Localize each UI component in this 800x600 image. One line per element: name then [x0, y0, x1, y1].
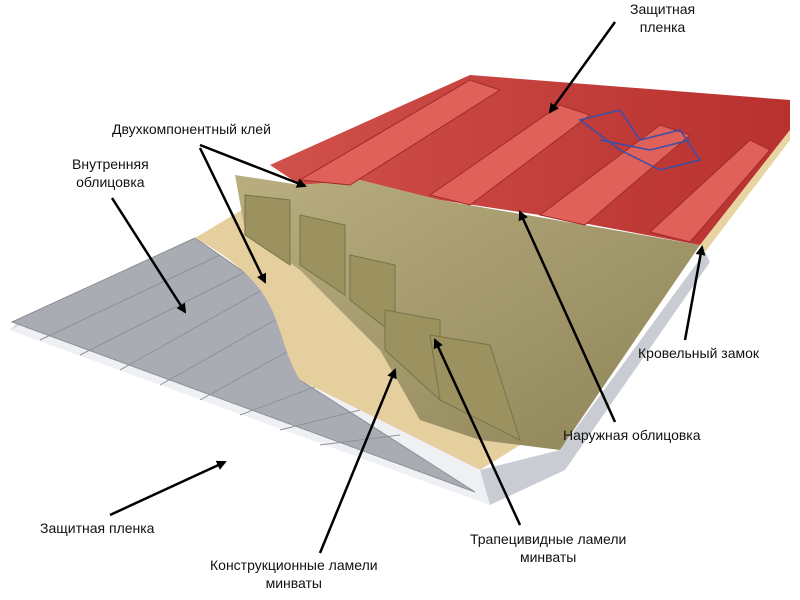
- label-line: Трапецивидные ламели: [470, 531, 627, 547]
- label-line: Внутренняя: [72, 156, 149, 172]
- label-roof-lock: Кровельный замок: [638, 345, 760, 361]
- label-line: минваты: [519, 549, 577, 565]
- roof-lock: [700, 130, 790, 252]
- label-two-component-glue: Двухкомпонентный клей: [112, 121, 271, 137]
- label-structural-lamellas: Конструкционные ламели минваты: [210, 556, 378, 592]
- label-line: облицовка: [76, 174, 145, 190]
- label-protective-film-top: Защитная пленка: [630, 0, 695, 36]
- protective-film-top: [578, 109, 702, 171]
- label-line: пленка: [639, 19, 686, 35]
- label-line: минваты: [265, 575, 322, 591]
- pointer-arrows: [109, 21, 706, 554]
- panel-edge: [480, 252, 710, 505]
- label-line: Конструкционные ламели: [210, 557, 378, 573]
- label-line: Защитная: [630, 1, 696, 17]
- mineral-wool-core: [235, 175, 700, 450]
- label-protective-film-bottom: Защитная пленка: [40, 520, 155, 536]
- label-inner-lining: Внутренняя облицовка: [72, 155, 149, 191]
- label-outer-lining: Наружная облицовка: [563, 427, 701, 443]
- label-trapezoid-lamellas: Трапецивидные ламели минваты: [470, 530, 626, 566]
